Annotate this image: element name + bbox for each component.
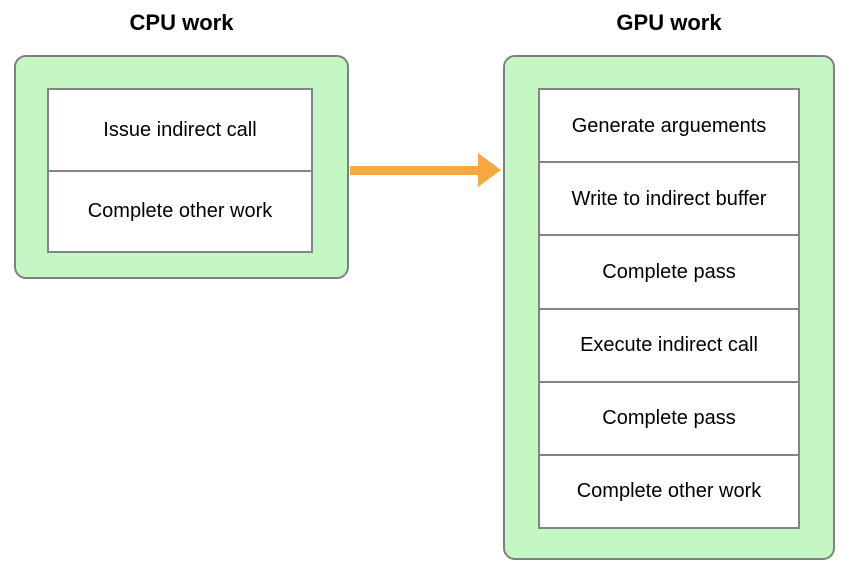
gpu-step-complete-pass-1: Complete pass — [540, 234, 798, 307]
cpu-work-title: CPU work — [129, 10, 234, 35]
cpu-to-gpu-arrow-head-icon — [478, 153, 501, 187]
gpu-step-complete-other-work: Complete other work — [540, 453, 798, 527]
gpu-step-write-to-indirect-buffer: Write to indirect buffer — [540, 161, 798, 234]
cpu-step-table: Issue indirect call Complete other work — [47, 88, 313, 253]
gpu-step-generate-arguments: Generate arguements — [571, 114, 767, 137]
cpu-step-complete-other-work: Complete other work — [49, 169, 311, 252]
gpu-work-title: GPU work — [616, 10, 722, 35]
gpu-step-execute-indirect-call: Execute indirect call — [540, 307, 798, 381]
cpu-step-issue-indirect-call: Issue indirect call — [103, 118, 257, 141]
gpu-work-container: Generate arguements Write to indirect bu… — [503, 55, 835, 560]
cpu-to-gpu-arrow-shaft — [350, 166, 478, 175]
gpu-step-table: Generate arguements Write to indirect bu… — [538, 88, 800, 529]
gpu-step-complete-pass-2: Complete pass — [540, 380, 798, 454]
cpu-work-container: Issue indirect call Complete other work — [14, 55, 349, 279]
